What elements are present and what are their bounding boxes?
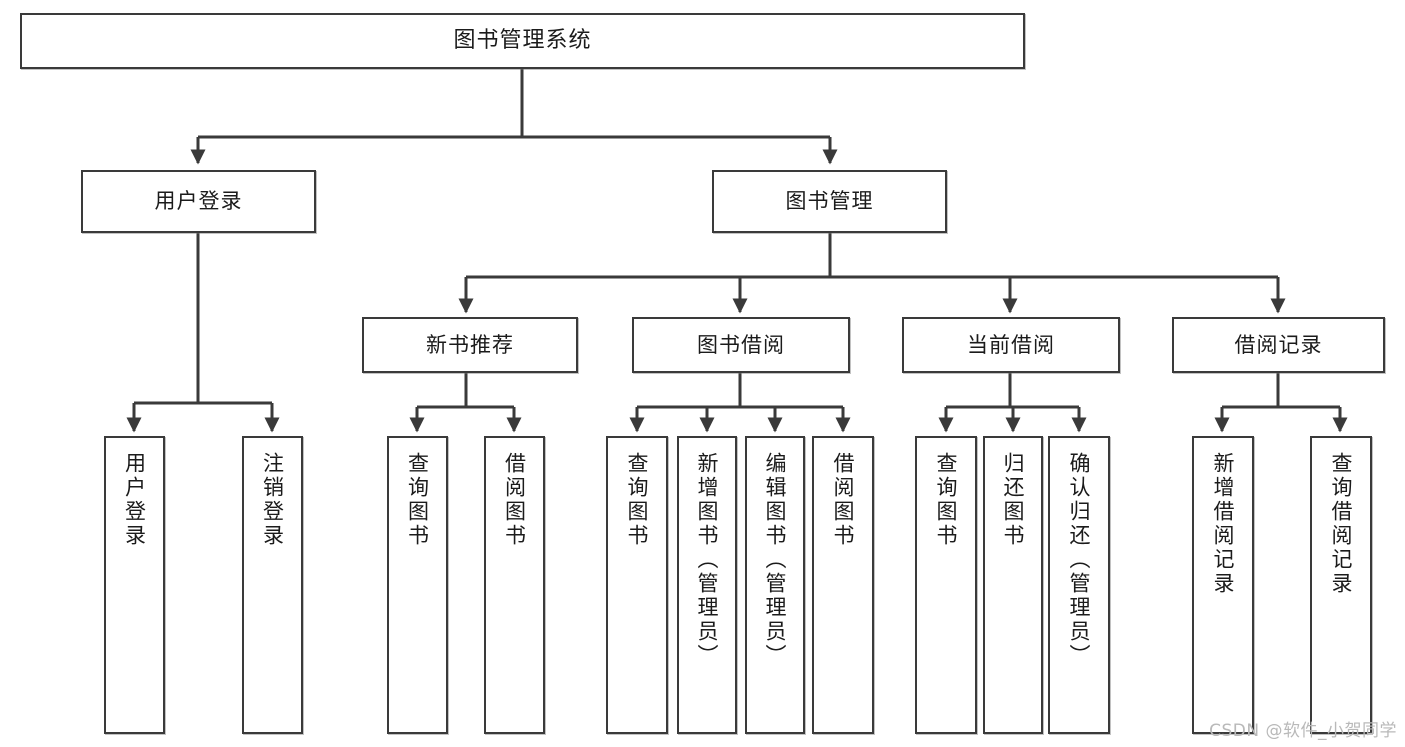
node-label: 查询图书 xyxy=(934,452,959,548)
node-label: 确认归还（管理员） xyxy=(1067,452,1092,668)
csdn-watermark: CSDN @软件_小贺同学 xyxy=(1209,721,1397,741)
node-label: 图书借阅 xyxy=(697,332,785,357)
node-label: 新书推荐 xyxy=(426,332,514,357)
node-label: 新增图书（管理员） xyxy=(695,452,720,668)
node-current-borrow[interactable]: 当前借阅 xyxy=(902,317,1120,373)
node-label: 借阅图书 xyxy=(502,452,527,548)
node-user-login[interactable]: 用户登录 xyxy=(81,170,316,233)
node-label: 编辑图书（管理员） xyxy=(763,452,788,668)
leaf-new-book-query[interactable]: 查询图书 xyxy=(387,436,448,734)
leaf-borrow-borrow-book[interactable]: 借阅图书 xyxy=(812,436,874,734)
node-book-borrow[interactable]: 图书借阅 xyxy=(632,317,850,373)
node-root-system[interactable]: 图书管理系统 xyxy=(20,13,1025,69)
node-label: 归还图书 xyxy=(1001,452,1026,548)
node-label: 用户登录 xyxy=(122,452,147,548)
node-label: 查询借阅记录 xyxy=(1329,452,1354,596)
node-label: 用户登录 xyxy=(154,189,243,214)
node-borrow-record[interactable]: 借阅记录 xyxy=(1172,317,1385,373)
leaf-record-add[interactable]: 新增借阅记录 xyxy=(1192,436,1254,734)
node-label: 图书管理系统 xyxy=(453,28,592,54)
leaf-current-return-book[interactable]: 归还图书 xyxy=(983,436,1043,734)
leaf-user-login-signin[interactable]: 用户登录 xyxy=(104,436,165,734)
node-new-book-recommend[interactable]: 新书推荐 xyxy=(362,317,578,373)
node-label: 图书管理 xyxy=(785,189,874,214)
node-label: 查询图书 xyxy=(625,452,650,548)
leaf-borrow-query-book[interactable]: 查询图书 xyxy=(606,436,668,734)
leaf-current-query-book[interactable]: 查询图书 xyxy=(915,436,977,734)
node-book-management[interactable]: 图书管理 xyxy=(712,170,947,233)
node-label: 借阅记录 xyxy=(1234,332,1323,357)
node-label: 借阅图书 xyxy=(831,452,856,548)
node-label: 注销登录 xyxy=(260,452,285,548)
leaf-borrow-add-book-admin[interactable]: 新增图书（管理员） xyxy=(677,436,737,734)
node-label: 新增借阅记录 xyxy=(1211,452,1236,596)
leaf-borrow-edit-book-admin[interactable]: 编辑图书（管理员） xyxy=(745,436,805,734)
leaf-record-query[interactable]: 查询借阅记录 xyxy=(1310,436,1372,734)
node-label: 查询图书 xyxy=(405,452,430,548)
leaf-new-book-borrow[interactable]: 借阅图书 xyxy=(484,436,545,734)
leaf-user-login-signout[interactable]: 注销登录 xyxy=(242,436,303,734)
node-label: 当前借阅 xyxy=(967,332,1055,357)
leaf-current-confirm-return-admin[interactable]: 确认归还（管理员） xyxy=(1048,436,1110,734)
